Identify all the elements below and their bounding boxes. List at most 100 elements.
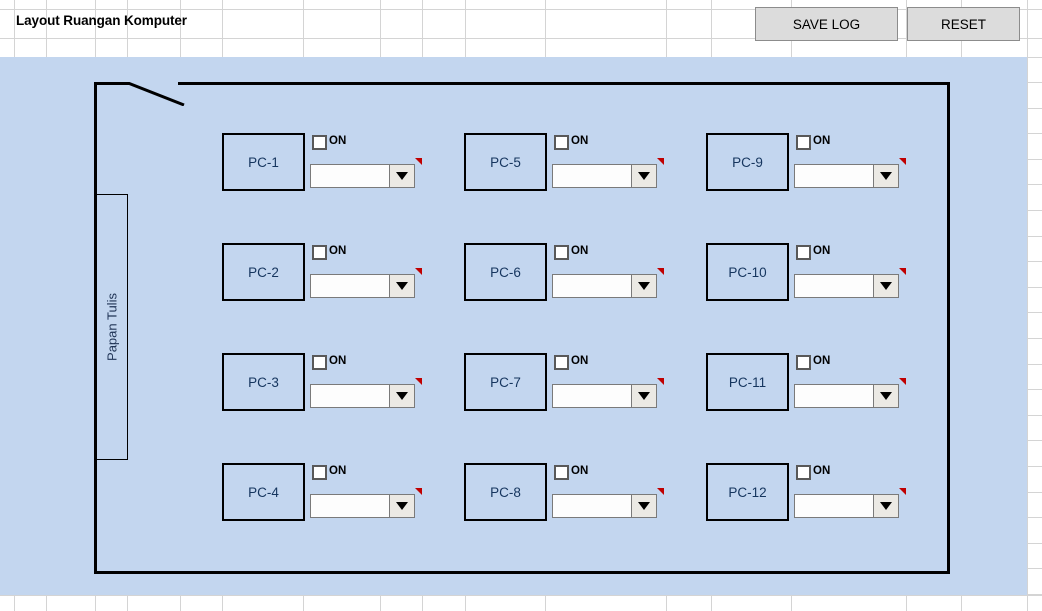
on-checkbox-pc-3[interactable] <box>312 354 327 370</box>
chevron-down-icon[interactable] <box>389 495 414 517</box>
triangle-down-icon <box>880 282 892 290</box>
on-checkbox-label-pc-12: ON <box>813 465 831 478</box>
on-checkbox-label-pc-6: ON <box>571 245 589 258</box>
comment-marker-icon <box>415 488 422 495</box>
comment-marker-icon <box>899 488 906 495</box>
dropdown-pc-2[interactable] <box>310 274 415 298</box>
on-checkbox-pc-6[interactable] <box>554 244 569 260</box>
on-checkbox-label-pc-1: ON <box>329 135 347 148</box>
chevron-down-icon[interactable] <box>389 385 414 407</box>
pc-box-pc-12: PC-12 <box>706 463 789 521</box>
gridline-row-right <box>1027 287 1042 288</box>
chevron-down-icon[interactable] <box>389 275 414 297</box>
chevron-down-icon[interactable] <box>631 165 656 187</box>
gridline-row-right <box>1027 466 1042 467</box>
pc-box-pc-10: PC-10 <box>706 243 789 301</box>
comment-marker-icon <box>657 158 664 165</box>
triangle-down-icon <box>396 172 408 180</box>
on-checkbox-wrap-pc-2[interactable]: ON <box>312 243 346 261</box>
on-checkbox-wrap-pc-1[interactable]: ON <box>312 133 346 151</box>
pc-label-pc-10: PC-10 <box>728 264 767 280</box>
dropdown-pc-8[interactable] <box>552 494 657 518</box>
dropdown-pc-1[interactable] <box>310 164 415 188</box>
gridline-row-right <box>1027 159 1042 160</box>
comment-marker-icon <box>899 378 906 385</box>
on-checkbox-pc-9[interactable] <box>796 134 811 150</box>
on-checkbox-pc-1[interactable] <box>312 134 327 150</box>
on-checkbox-wrap-pc-10[interactable]: ON <box>796 243 830 261</box>
comment-marker-icon <box>657 268 664 275</box>
on-checkbox-label-pc-10: ON <box>813 245 831 258</box>
pc-label-pc-8: PC-8 <box>490 484 521 500</box>
on-checkbox-wrap-pc-8[interactable]: ON <box>554 463 588 481</box>
chevron-down-icon[interactable] <box>873 385 898 407</box>
pc-label-pc-12: PC-12 <box>728 484 767 500</box>
chevron-down-icon[interactable] <box>631 275 656 297</box>
pc-box-pc-4: PC-4 <box>222 463 305 521</box>
pc-label-pc-7: PC-7 <box>490 374 521 390</box>
dropdown-wrap-pc-6 <box>552 268 664 298</box>
dropdown-pc-6[interactable] <box>552 274 657 298</box>
chevron-down-icon[interactable] <box>631 385 656 407</box>
on-checkbox-pc-10[interactable] <box>796 244 811 260</box>
dropdown-pc-3[interactable] <box>310 384 415 408</box>
comment-marker-icon <box>899 268 906 275</box>
pc-box-pc-1: PC-1 <box>222 133 305 191</box>
dropdown-pc-4[interactable] <box>310 494 415 518</box>
dropdown-pc-11[interactable] <box>794 384 899 408</box>
room-wall-left <box>94 82 97 574</box>
gridline-row-right <box>1027 133 1042 134</box>
gridline-row-right <box>1027 108 1042 109</box>
dropdown-pc-7[interactable] <box>552 384 657 408</box>
triangle-down-icon <box>638 282 650 290</box>
pc-box-pc-11: PC-11 <box>706 353 789 411</box>
pc-label-pc-6: PC-6 <box>490 264 521 280</box>
dropdown-pc-5[interactable] <box>552 164 657 188</box>
room-wall-bottom <box>94 571 950 574</box>
reset-button[interactable]: RESET <box>907 7 1020 41</box>
whiteboard-papan-tulis: Papan Tulis <box>96 194 128 460</box>
chevron-down-icon[interactable] <box>873 495 898 517</box>
pc-box-pc-3: PC-3 <box>222 353 305 411</box>
on-checkbox-pc-4[interactable] <box>312 464 327 480</box>
on-checkbox-pc-11[interactable] <box>796 354 811 370</box>
on-checkbox-wrap-pc-6[interactable]: ON <box>554 243 588 261</box>
chevron-down-icon[interactable] <box>873 165 898 187</box>
dropdown-pc-12[interactable] <box>794 494 899 518</box>
gridline-row-right <box>1027 236 1042 237</box>
save-log-button[interactable]: SAVE LOG <box>755 7 898 41</box>
on-checkbox-wrap-pc-11[interactable]: ON <box>796 353 830 371</box>
pc-label-pc-9: PC-9 <box>732 154 763 170</box>
dropdown-pc-9[interactable] <box>794 164 899 188</box>
on-checkbox-label-pc-2: ON <box>329 245 347 258</box>
room-wall-top-right <box>178 82 950 85</box>
triangle-down-icon <box>880 502 892 510</box>
on-checkbox-wrap-pc-3[interactable]: ON <box>312 353 346 371</box>
on-checkbox-pc-8[interactable] <box>554 464 569 480</box>
gridline-row-right <box>1027 568 1042 569</box>
on-checkbox-pc-12[interactable] <box>796 464 811 480</box>
on-checkbox-pc-7[interactable] <box>554 354 569 370</box>
on-checkbox-wrap-pc-9[interactable]: ON <box>796 133 830 151</box>
chevron-down-icon[interactable] <box>631 495 656 517</box>
on-checkbox-wrap-pc-5[interactable]: ON <box>554 133 588 151</box>
chevron-down-icon[interactable] <box>873 275 898 297</box>
dropdown-pc-10[interactable] <box>794 274 899 298</box>
whiteboard-label: Papan Tulis <box>104 293 120 361</box>
pc-box-pc-2: PC-2 <box>222 243 305 301</box>
comment-marker-icon <box>899 158 906 165</box>
triangle-down-icon <box>880 172 892 180</box>
triangle-down-icon <box>638 502 650 510</box>
gridline-row-right <box>1027 440 1042 441</box>
on-checkbox-pc-2[interactable] <box>312 244 327 260</box>
dropdown-wrap-pc-10 <box>794 268 906 298</box>
on-checkbox-pc-5[interactable] <box>554 134 569 150</box>
on-checkbox-wrap-pc-7[interactable]: ON <box>554 353 588 371</box>
on-checkbox-wrap-pc-4[interactable]: ON <box>312 463 346 481</box>
chevron-down-icon[interactable] <box>389 165 414 187</box>
on-checkbox-wrap-pc-12[interactable]: ON <box>796 463 830 481</box>
on-checkbox-label-pc-8: ON <box>571 465 589 478</box>
pc-label-pc-1: PC-1 <box>248 154 279 170</box>
page-title: Layout Ruangan Komputer <box>16 13 187 28</box>
gridline-row-right <box>1027 312 1042 313</box>
